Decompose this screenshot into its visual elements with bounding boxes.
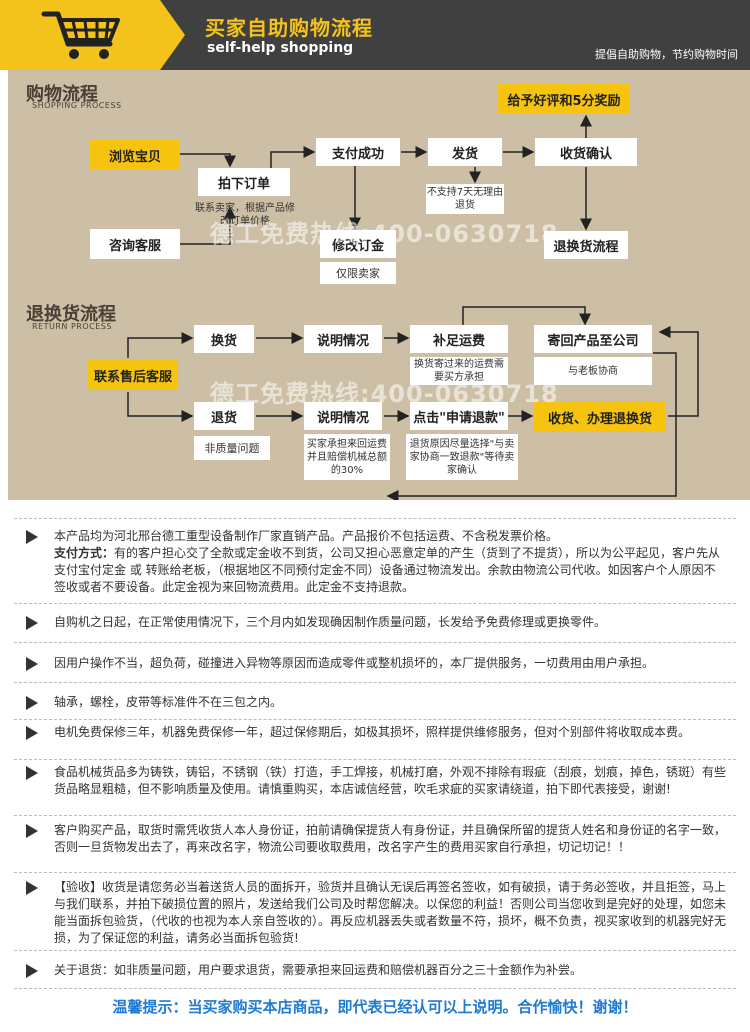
closing-tip: 温馨提示：当买家购买本店商品，即代表已经认可以上说明。合作愉快！谢谢！ <box>112 998 638 1016</box>
header-banner: 买家自助购物流程 self-help shopping 提倡自助购物，节约购物时… <box>0 0 750 70</box>
send-back-step: 寄回产品至公司 <box>534 325 652 353</box>
bullet-triangle-icon <box>26 726 38 740</box>
header-subtitle: self-help shopping <box>207 40 354 56</box>
bullet-triangle-icon <box>26 657 38 671</box>
notice-text: 食品机械货品多为铸铁，铸铝，不锈钢（铁）打造，手工焊接，机械打磨，外观不排除有瑕… <box>54 765 727 796</box>
bullet-triangle-icon <box>26 766 38 780</box>
process-panel: 购物流程 SHOPPING PROCESS 浏览宝贝 咨询客服 拍下订单 联系卖… <box>8 70 750 500</box>
notice-item: 电机免费保修三年，机器免费保修一年，超过保修期后，如极其损坏，照样提供维修服务，… <box>26 724 726 741</box>
shopping-section-subtitle: SHOPPING PROCESS <box>32 101 122 110</box>
divider <box>14 872 736 873</box>
divider <box>14 642 736 643</box>
refund-reason-note: 退货原因尽量选择"与卖家协商一致退款"等待卖家确认 <box>406 434 518 480</box>
bullet-triangle-icon <box>26 530 38 544</box>
notice-text: 本产品均为河北邢台德工重型设备制作厂家直销产品。产品报价不包括运费、不含税发票价… <box>54 529 559 543</box>
exchange-shipping-note: 换货寄过来的运费需要买方承担 <box>410 357 508 385</box>
consult-service-step: 咨询客服 <box>90 229 180 259</box>
notice-item: 轴承，螺栓，皮带等标准件不在三包之内。 <box>26 694 726 711</box>
seller-only-note: 仅限卖家 <box>320 262 396 284</box>
notice-item: 关于退货：如非质量问题，用户要求退货，需要承担来回运费和赔偿机器百分之三十金额作… <box>26 962 726 979</box>
notice-item: 客户购买产品，取货时需凭收货人本人身份证，拍前请确保提货人有身份证，并且确保所留… <box>26 822 726 856</box>
notice-text: 因用户操作不当，超负荷，碰撞进入异物等原因而造成零件或整机损坏的，本厂提供服务，… <box>54 656 655 670</box>
pay-shipping-step: 补足运费 <box>410 325 508 353</box>
divider <box>14 518 736 519</box>
notice-item: 【验收】收货是请您务必当着送货人员的面拆开，验货并且确认无误后再签名签收，如有破… <box>26 879 726 947</box>
notice-item: 食品机械货品多为铸铁，铸铝，不锈钢（铁）打造，手工焊接，机械打磨，外观不排除有瑕… <box>26 764 726 798</box>
notice-item: 因用户操作不当，超负荷，碰撞进入异物等原因而造成零件或整机损坏的，本厂提供服务，… <box>26 655 726 672</box>
notice-text: 轴承，螺栓，皮带等标准件不在三包之内。 <box>54 695 283 709</box>
notice-text: 自购机之日起，在正常使用情况下，三个月内如发现确因制作质量问题，长发给予免费修理… <box>54 615 607 629</box>
divider <box>14 719 736 720</box>
notice-text: 电机免费保修三年，机器免费保修一年，超过保修期后，如极其损坏，照样提供维修服务，… <box>54 725 691 739</box>
negotiate-note: 与老板协商 <box>534 357 652 385</box>
hotline-watermark: 德工免费热线:400-0630718 <box>210 220 559 248</box>
notice-text: 【验收】收货是请您务必当着送货人员的面拆开，验货并且确认无误后再签名签收，如有破… <box>54 880 727 945</box>
return-flow-step: 退换货流程 <box>544 231 628 259</box>
payment-success-step: 支付成功 <box>316 138 400 166</box>
browse-items-step: 浏览宝贝 <box>90 140 180 170</box>
explain-exchange-step: 说明情况 <box>304 325 382 353</box>
bullet-triangle-icon <box>26 964 38 978</box>
non-quality-note: 非质量问题 <box>194 436 270 460</box>
divider <box>14 603 736 604</box>
divider <box>14 988 736 989</box>
explain-refund-step: 说明情况 <box>304 402 382 430</box>
notice-item: 自购机之日起，在正常使用情况下，三个月内如发现确因制作质量问题，长发给予免费修理… <box>26 614 726 631</box>
confirm-receipt-step: 收货确认 <box>535 138 637 166</box>
notice-item: 本产品均为河北邢台德工重型设备制作厂家直销产品。产品报价不包括运费、不含税发票价… <box>26 528 726 596</box>
apply-refund-step: 点击"申请退款" <box>410 402 508 430</box>
header-slogan: 提倡自助购物，节约购物时间 <box>595 48 738 61</box>
refund-compensation-note: 买家承担来回运费并且赔偿机械总额的30% <box>304 434 390 480</box>
bullet-triangle-icon <box>26 881 38 895</box>
receive-process-return-step: 收货、办理退换货 <box>534 402 666 432</box>
notice-text: 有的客户担心交了全款或定金收不到货，公司又担心恶意定单的产生（货到了不提货），所… <box>54 546 721 594</box>
ship-step: 发货 <box>428 138 502 166</box>
bullet-triangle-icon <box>26 696 38 710</box>
shopping-cart-icon <box>41 11 120 59</box>
exchange-step: 换货 <box>194 325 254 353</box>
flow-arrows <box>127 114 699 500</box>
hotline-watermark: 德工免费热线:400-0630718 <box>210 380 559 408</box>
bullet-triangle-icon <box>26 616 38 630</box>
cart-tab <box>0 0 185 70</box>
return-section-subtitle: RETURN PROCESS <box>32 322 112 331</box>
return-section-title: 退换货流程 <box>26 304 116 325</box>
divider <box>14 815 736 816</box>
notice-prefix: 支付方式： <box>54 546 115 560</box>
contact-aftersales-step: 联系售后客服 <box>88 360 178 390</box>
no-return-note: 不支持7天无理由退货 <box>426 184 504 214</box>
divider <box>14 759 736 760</box>
positive-review-step: 给予好评和5分奖励 <box>498 84 630 114</box>
refund-step: 退货 <box>194 402 254 430</box>
notice-text: 客户购买产品，取货时需凭收货人本人身份证，拍前请确保提货人有身份证，并且确保所留… <box>54 823 727 854</box>
divider <box>14 950 736 951</box>
modify-deposit-step: 修改订金 <box>320 230 396 258</box>
divider <box>14 682 736 683</box>
notice-text: 关于退货：如非质量问题，用户要求退货，需要承担来回运费和赔偿机器百分之三十金额作… <box>54 963 583 977</box>
order-note: 联系卖家，根据产品修改订单价格 <box>195 203 295 227</box>
header-title: 买家自助购物流程 <box>205 16 373 40</box>
bullet-triangle-icon <box>26 824 38 838</box>
shopping-section-title: 购物流程 <box>26 84 98 105</box>
place-order-step: 拍下订单 <box>198 168 290 196</box>
